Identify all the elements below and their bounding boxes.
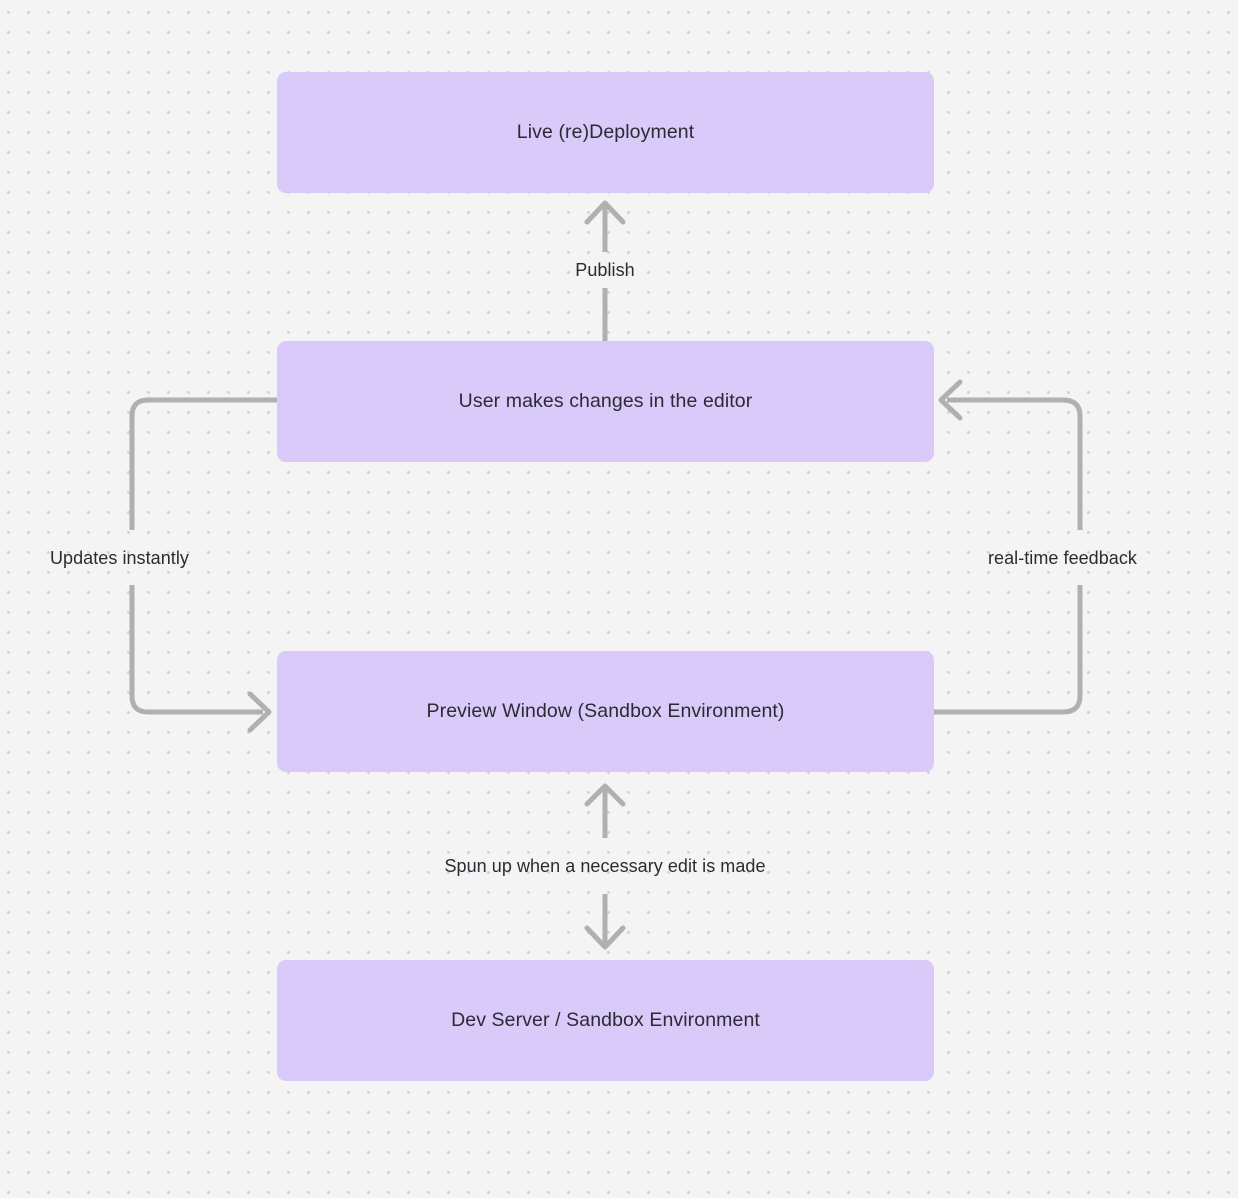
edge-label-updates-instantly: Updates instantly	[50, 548, 189, 568]
edge-updates-instantly-line-lower	[129, 585, 263, 715]
node-preview-window[interactable]: Preview Window (Sandbox Environment)	[277, 651, 934, 772]
edge-label-publish: Publish	[575, 260, 635, 280]
edge-real-time-feedback-line-lower	[934, 585, 1083, 715]
edge-spun-up-arrowhead-up	[584, 783, 626, 807]
node-dev-server[interactable]: Dev Server / Sandbox Environment	[277, 960, 934, 1081]
edge-updates-instantly-line-upper	[129, 397, 277, 530]
edge-label-spun-up: Spun up when a necessary edit is made	[444, 856, 766, 876]
edge-updates-instantly-arrowhead-right	[247, 691, 272, 733]
edge-real-time-feedback-arrowhead-left	[938, 379, 963, 421]
node-live-deployment-label: Live (re)Deployment	[516, 120, 695, 143]
edge-real-time-feedback	[934, 379, 1083, 715]
node-user-edits[interactable]: User makes changes in the editor	[277, 341, 934, 462]
edge-real-time-feedback-line-upper	[947, 397, 1083, 530]
node-dev-server-label: Dev Server / Sandbox Environment	[451, 1008, 760, 1031]
node-preview-window-label: Preview Window (Sandbox Environment)	[426, 699, 785, 722]
edge-publish-arrowhead-up	[584, 200, 626, 225]
edge-spun-up-arrowhead-down	[584, 925, 626, 950]
node-live-deployment[interactable]: Live (re)Deployment	[277, 72, 934, 193]
edge-label-real-time-feedback: real-time feedback	[988, 548, 1137, 568]
node-user-edits-label: User makes changes in the editor	[458, 389, 753, 412]
